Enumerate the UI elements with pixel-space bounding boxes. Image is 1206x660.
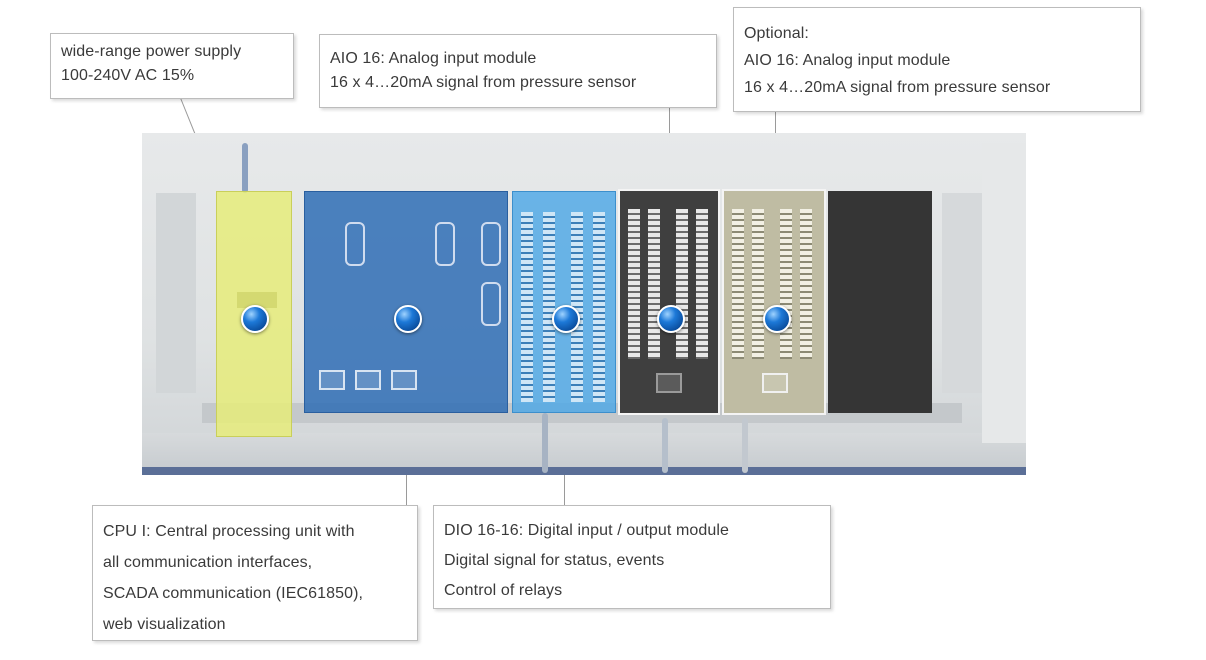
dio-terminals-4 <box>593 212 605 402</box>
callout-dio-line-1: DIO 16-16: Digital input / output module <box>444 522 730 539</box>
aio1-terminals-3 <box>676 209 688 359</box>
aio1-terminals-2 <box>648 209 660 359</box>
callout-optional-line-1: Optional: <box>744 25 809 42</box>
bottom-edge <box>142 467 1026 475</box>
hotspot-power-supply[interactable] <box>241 305 269 333</box>
wire-bottom-2 <box>662 418 668 473</box>
wire-bottom-3 <box>742 418 748 473</box>
dio-terminals-1 <box>521 212 533 402</box>
right-housing <box>982 143 1026 443</box>
callout-dio-line-2: Digital signal for status, events <box>444 552 665 569</box>
aio1-connector <box>656 373 682 393</box>
callout-cpu-line-4: web visualization <box>103 616 226 633</box>
cpu-ethernet-port-2 <box>355 370 381 390</box>
callout-aio-top-line-1: AIO 16: Analog input module <box>330 50 537 67</box>
power-supply-label-block <box>237 292 277 308</box>
cpu-module[interactable] <box>304 191 508 413</box>
aio2-terminals-2 <box>752 209 764 359</box>
aio2-connector <box>762 373 788 393</box>
aio2-terminals-1 <box>732 209 744 359</box>
callout-cpu-line-3: SCADA communication (IEC61850), <box>103 585 364 602</box>
callout-cpu-line-1: CPU I: Central processing unit with <box>103 523 355 540</box>
callout-dio-line-3: Control of relays <box>444 582 563 599</box>
cpu-ethernet-port-1 <box>319 370 345 390</box>
dio-module[interactable] <box>512 191 616 413</box>
callout-optional-aio: Optional: AIO 16: Analog input module 16… <box>733 7 1141 112</box>
aio-module-1[interactable] <box>618 189 720 415</box>
callout-power-supply-line-2: 100-240V AC 15% <box>61 67 195 84</box>
callout-cpu: CPU I: Central processing unit with all … <box>92 505 418 641</box>
callout-cpu-line-2: all communication interfaces, <box>103 554 313 571</box>
callout-aio-top-line-2: 16 x 4…20mA signal from pressure sensor <box>330 74 637 91</box>
callout-power-supply: wide-range power supply 100-240V AC 15% <box>50 33 294 99</box>
dio-terminals-2 <box>543 212 555 402</box>
empty-slot <box>828 191 932 413</box>
aio2-terminals-4 <box>800 209 812 359</box>
power-supply-module[interactable] <box>216 191 292 437</box>
aio1-terminals-1 <box>628 209 640 359</box>
wire-top <box>242 143 248 193</box>
hotspot-dio[interactable] <box>552 305 580 333</box>
callout-aio-top: AIO 16: Analog input module 16 x 4…20mA … <box>319 34 717 108</box>
cpu-serial-port-3 <box>481 222 501 266</box>
hotspot-cpu[interactable] <box>394 305 422 333</box>
wire-bottom-1 <box>542 413 548 473</box>
callout-dio: DIO 16-16: Digital input / output module… <box>433 505 831 609</box>
cpu-serial-port-4 <box>481 282 501 326</box>
cpu-ethernet-port-3 <box>391 370 417 390</box>
callout-optional-line-2: AIO 16: Analog input module <box>744 52 951 69</box>
hotspot-aio-2[interactable] <box>763 305 791 333</box>
hotspot-aio-1[interactable] <box>657 305 685 333</box>
cpu-serial-port-2 <box>435 222 455 266</box>
aio-module-2[interactable] <box>722 189 826 415</box>
callout-optional-line-3: 16 x 4…20mA signal from pressure sensor <box>744 79 1051 96</box>
aio2-terminals-3 <box>780 209 792 359</box>
callout-power-supply-line-1: wide-range power supply <box>61 43 242 60</box>
device-photo <box>142 133 1026 475</box>
dio-terminals-3 <box>571 212 583 402</box>
aio1-terminals-4 <box>696 209 708 359</box>
left-bracket <box>156 193 196 393</box>
cpu-serial-port-1 <box>345 222 365 266</box>
